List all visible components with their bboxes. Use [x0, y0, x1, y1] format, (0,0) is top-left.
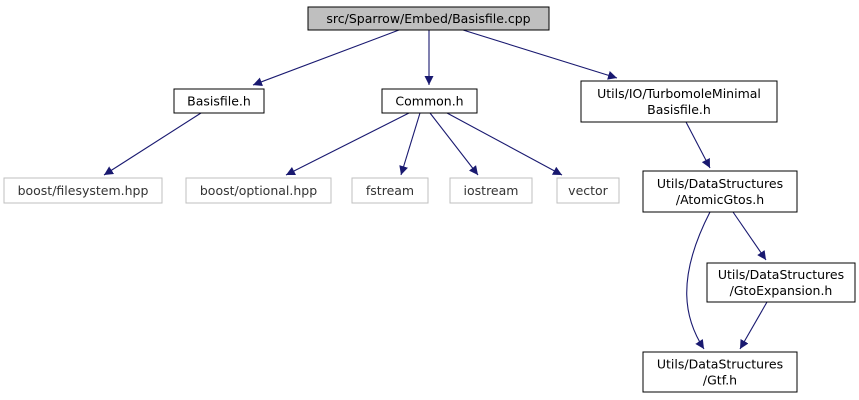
edge-basisfile-cpp-to-turbomole-h: [462, 29, 618, 80]
node-label: fstream: [366, 183, 414, 198]
node-label: Utils/IO/TurbomoleMinimal: [597, 86, 761, 101]
node-label: src/Sparrow/Embed/Basisfile.cpp: [326, 11, 530, 26]
node-box: [173, 88, 265, 114]
node-box: [556, 177, 620, 204]
node-label: Basisfile.h: [187, 93, 251, 108]
edge-common-h-to-boost-optional: [285, 112, 410, 176]
edge-gtoexpansion-h-to-gtf-h: [739, 301, 768, 350]
node-box: [307, 6, 550, 31]
node-box: [3, 177, 163, 204]
node-boost-optional: boost/optional.hpp: [185, 177, 332, 204]
edge-basisfile-h-to-boost-filesystem: [103, 112, 202, 176]
node-common-h[interactable]: Common.h: [381, 88, 478, 114]
edge-turbomole-h-to-atomicgtos-h: [685, 121, 711, 169]
edge-atomicgtos-h-to-gtoexpansion-h: [732, 211, 767, 261]
node-gtf-h[interactable]: Utils/DataStructures/Gtf.h: [642, 351, 798, 393]
node-box: [642, 351, 798, 393]
node-atomicgtos-h[interactable]: Utils/DataStructures/AtomicGtos.h: [642, 170, 798, 213]
edge-basisfile-cpp-to-basisfile-h: [252, 29, 400, 87]
node-label: iostream: [464, 183, 519, 198]
node-label: /GtoExpansion.h: [730, 283, 833, 298]
node-box: [381, 88, 478, 114]
node-box: [580, 80, 778, 123]
node-box: [642, 170, 798, 213]
node-label: boost/optional.hpp: [200, 183, 317, 198]
node-iostream: iostream: [449, 177, 533, 204]
edge-common-h-to-iostream: [429, 112, 479, 176]
edges: [103, 29, 768, 350]
node-label: Utils/DataStructures: [657, 176, 783, 191]
node-box: [185, 177, 332, 204]
node-label: /AtomicGtos.h: [676, 192, 764, 207]
node-box: [351, 177, 429, 204]
node-gtoexpansion-h[interactable]: Utils/DataStructures/GtoExpansion.h: [706, 262, 856, 303]
node-fstream: fstream: [351, 177, 429, 204]
node-label: Utils/DataStructures: [718, 267, 844, 282]
node-label: Basisfile.h: [647, 102, 711, 117]
node-basisfile-cpp[interactable]: src/Sparrow/Embed/Basisfile.cpp: [307, 6, 550, 31]
edge-common-h-to-fstream: [399, 112, 421, 176]
node-label: Utils/DataStructures: [657, 356, 783, 371]
edge-common-h-to-vector: [446, 112, 563, 176]
node-label: boost/filesystem.hpp: [18, 183, 149, 198]
nodes: src/Sparrow/Embed/Basisfile.cppBasisfile…: [3, 6, 856, 393]
node-box: [449, 177, 533, 204]
node-vector: vector: [556, 177, 620, 204]
node-box: [706, 262, 856, 303]
node-boost-filesystem: boost/filesystem.hpp: [3, 177, 163, 204]
node-label: /Gtf.h: [703, 372, 737, 387]
edge-atomicgtos-h-to-gtf-h: [686, 211, 711, 350]
node-label: Common.h: [395, 93, 463, 108]
node-basisfile-h[interactable]: Basisfile.h: [173, 88, 265, 114]
node-label: vector: [568, 183, 609, 198]
